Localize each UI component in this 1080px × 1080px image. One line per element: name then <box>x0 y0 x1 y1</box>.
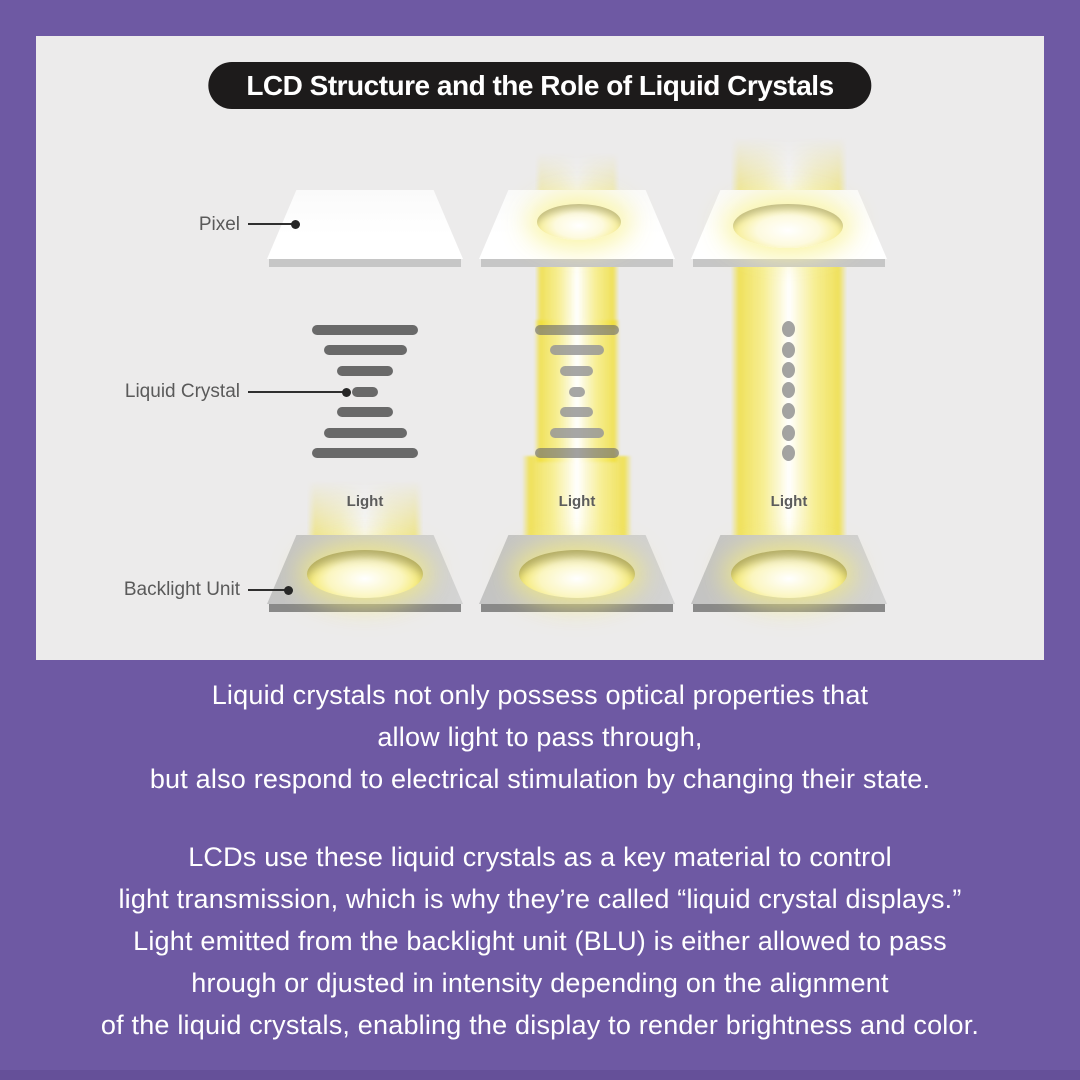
crystal-bar <box>337 366 393 376</box>
liquid-crystal-pointer-line <box>248 387 351 397</box>
pixel-pointer-line <box>248 219 300 229</box>
pixel-panel-1 <box>267 190 463 267</box>
pixel-light-spot-2 <box>537 204 621 240</box>
body-paragraph-2: LCDs use these liquid crystals as a key … <box>0 836 1080 1046</box>
crystal-bar <box>550 428 604 438</box>
backlight-edge <box>693 604 885 612</box>
pixel-edge <box>481 259 673 267</box>
footer-accent-bar <box>0 1070 1080 1080</box>
crystal-bar <box>352 387 378 397</box>
pixel-edge <box>269 259 461 267</box>
light-caption-2: Light <box>558 493 596 510</box>
backlight-glow-1 <box>307 550 423 598</box>
body-line: allow light to pass through, <box>377 722 703 752</box>
crystal-bar <box>324 428 407 438</box>
body-line: Liquid crystals not only possess optical… <box>211 680 869 710</box>
crystal-dot <box>782 425 795 441</box>
crystal-dot <box>782 382 795 398</box>
crystal-bar <box>535 325 619 335</box>
crystal-bar <box>312 325 418 335</box>
crystal-bar <box>535 448 619 458</box>
diagram-panel: LCD Structure and the Role of Liquid Cry… <box>36 36 1044 660</box>
backlight-unit-label: Backlight Unit <box>123 579 240 600</box>
body-line: of the liquid crystals, enabling the dis… <box>100 1010 980 1040</box>
backlight-glow-3 <box>731 550 847 598</box>
crystal-dot <box>782 362 795 378</box>
pixel-label: Pixel <box>198 214 240 235</box>
body-line: hrough or djusted in intensity depending… <box>191 968 889 998</box>
crystal-dot <box>782 445 795 461</box>
backlight-edge <box>269 604 461 612</box>
body-line: Light emitted from the backlight unit (B… <box>133 926 947 956</box>
body-line: but also respond to electrical stimulati… <box>149 764 931 794</box>
backlight-edge <box>481 604 673 612</box>
crystal-dot <box>782 403 795 419</box>
light-caption-1: Light <box>346 493 384 510</box>
crystal-bar <box>550 345 604 355</box>
body-paragraph-1: Liquid crystals not only possess optical… <box>0 674 1080 800</box>
backlight-pointer-line <box>248 585 293 595</box>
light-caption-3: Light <box>770 493 808 510</box>
crystal-bar <box>312 448 418 458</box>
crystal-bar <box>560 366 593 376</box>
crystal-dot <box>782 342 795 358</box>
pixel-light-spot-3 <box>733 204 843 248</box>
body-line: LCDs use these liquid crystals as a key … <box>188 842 892 872</box>
crystal-bar <box>569 387 585 397</box>
page-title: LCD Structure and the Role of Liquid Cry… <box>208 62 872 109</box>
crystal-bar <box>560 407 593 417</box>
crystal-bar <box>337 407 393 417</box>
crystal-dot <box>782 321 795 337</box>
liquid-crystal-label: Liquid Crystal <box>124 381 240 402</box>
body-line: light transmission, which is why they’re… <box>118 884 962 914</box>
backlight-glow-2 <box>519 550 635 598</box>
crystal-bar <box>324 345 407 355</box>
pixel-edge <box>693 259 885 267</box>
